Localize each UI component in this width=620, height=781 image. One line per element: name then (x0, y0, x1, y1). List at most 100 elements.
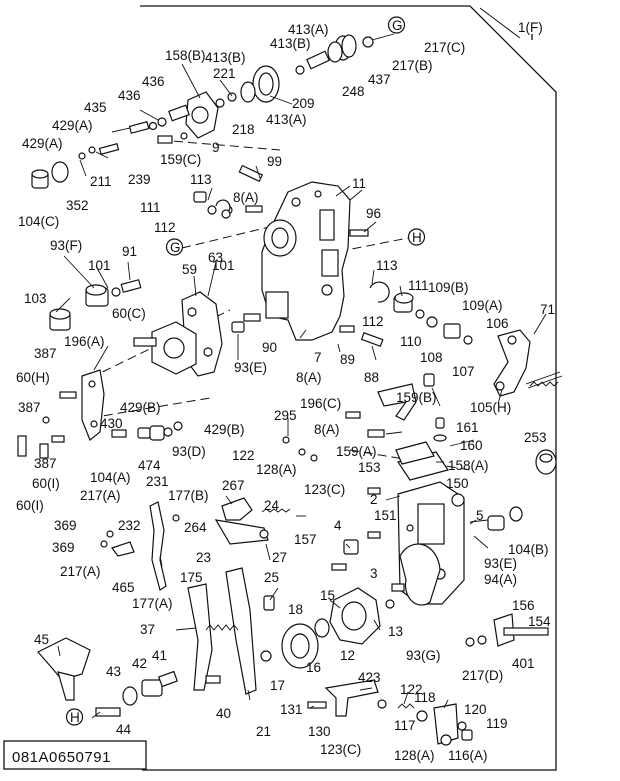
part-label: 122 (400, 682, 423, 697)
leader-lines (55, 7, 547, 719)
part-label: 387 (34, 346, 57, 361)
part-label: 8(A) (233, 190, 259, 205)
part-label: 96 (366, 206, 381, 221)
part-label: 94(A) (484, 572, 517, 587)
part-label: 37 (140, 622, 155, 637)
part-label: 413(A) (288, 22, 329, 37)
part-label: 217(D) (462, 668, 503, 683)
part-label: 8(A) (296, 370, 322, 385)
part-label: 3 (370, 566, 378, 581)
part-label: 93(G) (406, 648, 441, 663)
part-label: 387 (18, 400, 41, 415)
assembly-label: 1(F) (518, 20, 543, 35)
part-label: 101 (212, 258, 235, 273)
part-label: 153 (358, 460, 381, 475)
part-label: 112 (362, 314, 384, 329)
drawing-number: 081A0650791 (12, 749, 111, 766)
part-label: 91 (122, 244, 137, 259)
part-label: 430 (100, 416, 123, 431)
part-label: 267 (222, 478, 245, 493)
bracket-196c (377, 373, 435, 421)
part-label: 369 (54, 518, 77, 533)
part-label: 9 (212, 140, 220, 155)
part-label: 45 (34, 632, 49, 647)
part-label: 107 (452, 364, 475, 379)
part-label: 217(A) (80, 488, 121, 503)
part-label: 159(B) (396, 390, 437, 405)
part-label: 118 (414, 690, 436, 705)
part-label: 239 (128, 172, 151, 187)
part-label: 295 (274, 408, 297, 423)
part-label: H (412, 230, 422, 245)
part-label: 423 (358, 670, 381, 685)
part-label: 5 (476, 508, 484, 523)
part-label: 13 (388, 624, 403, 639)
part-label: 161 (456, 420, 479, 435)
pressure-valve-parts (215, 34, 374, 108)
assembly-line-lower (89, 397, 211, 419)
part-label: 89 (340, 352, 355, 367)
part-label: 160 (460, 438, 483, 453)
part-label: 44 (116, 722, 132, 737)
part-label: 109(B) (428, 280, 469, 295)
part-label: 93(E) (484, 556, 517, 571)
part-label: 158(A) (448, 458, 489, 473)
drawing-number-box (3, 740, 147, 770)
part-label: 413(B) (205, 50, 246, 65)
part-label: 88 (364, 370, 379, 385)
part-label: 177(A) (132, 596, 173, 611)
part-label: 106 (486, 316, 509, 331)
governor-lever-assembly (187, 567, 275, 695)
part-label: 429(A) (52, 118, 93, 133)
part-label: 63 (208, 250, 223, 265)
part-label: 264 (184, 520, 207, 535)
part-label: 60(C) (112, 306, 146, 321)
part-label: 59 (182, 262, 197, 277)
part-label: 116(A) (448, 748, 488, 763)
part-label: 90 (262, 340, 277, 355)
part-label: 40 (216, 706, 231, 721)
part-label: 11 (352, 176, 366, 191)
part-label: 123(C) (304, 482, 345, 497)
part-label: 18 (288, 602, 303, 617)
part-label: 12 (340, 648, 355, 663)
part-label: 60(I) (16, 498, 44, 513)
part-label: 27 (272, 550, 287, 565)
lever-45-assembly (37, 637, 178, 717)
part-label: 218 (232, 122, 255, 137)
part-label: 104(A) (90, 470, 131, 485)
part-label: 158(B) (165, 48, 206, 63)
part-label: 429(B) (120, 400, 161, 415)
link-assembly (214, 497, 291, 545)
part-label: 112 (154, 220, 176, 235)
part-label: 8(A) (314, 422, 340, 437)
part-label: 105(H) (470, 400, 511, 415)
part-154-group (465, 613, 549, 647)
part-label: 60(H) (16, 370, 50, 385)
part-label: 154 (528, 614, 551, 629)
reference-circle (65, 708, 84, 726)
part-label: 120 (464, 702, 487, 717)
part-label: 7 (314, 350, 322, 365)
part-label: 128(A) (394, 748, 435, 763)
part-label: 253 (524, 430, 547, 445)
part-label: 110 (400, 334, 422, 349)
part-label: G (392, 18, 403, 33)
part-label: 122 (232, 448, 255, 463)
part-label: 217(C) (424, 40, 465, 55)
part-label: 248 (342, 84, 365, 99)
part-158b-assembly (128, 91, 219, 144)
part-label: 71 (540, 302, 555, 317)
part-label: 429(A) (22, 136, 63, 151)
part-label: 211 (90, 174, 112, 189)
assembly-line-159c (159, 139, 281, 151)
part-label: 101 (88, 258, 111, 273)
stop-lever-assembly (307, 679, 473, 746)
part-label: 435 (84, 100, 107, 115)
part-103-group (49, 279, 142, 331)
part-label: 17 (270, 678, 285, 693)
part-104c-group (31, 143, 120, 189)
part-label: 151 (374, 508, 397, 523)
part-label: 123(C) (320, 742, 361, 757)
